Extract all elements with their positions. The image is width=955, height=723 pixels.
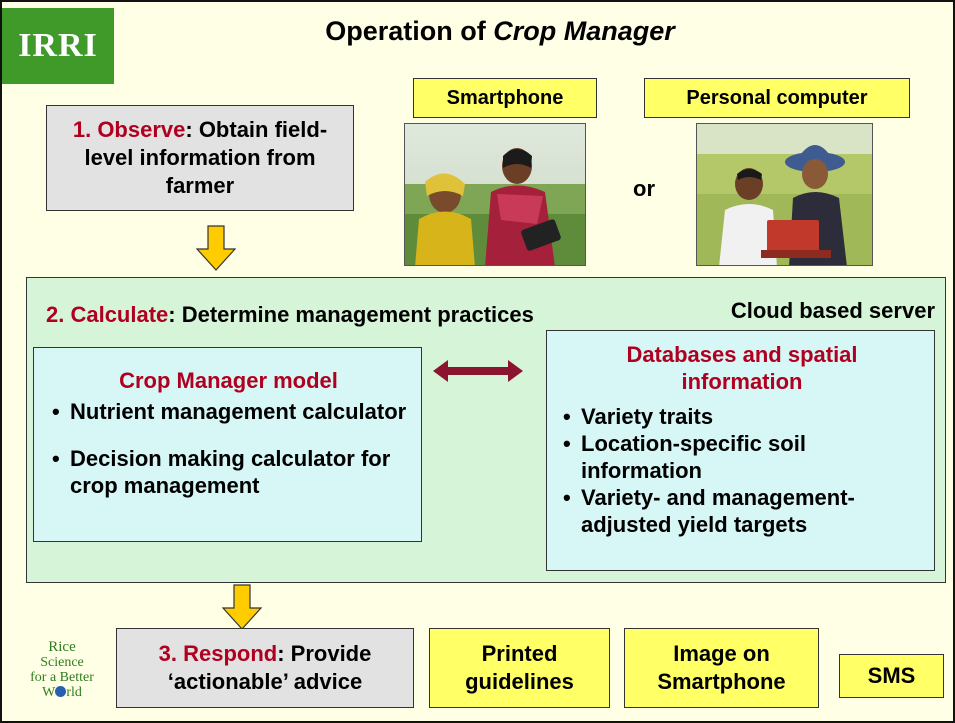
step1-observe-box: 1. Observe: Obtain field-level informati… (46, 105, 354, 211)
model-title: Crop Manager model (119, 368, 338, 393)
databases-box: Databases and spatial information Variet… (546, 330, 935, 571)
cloud-server-label: Cloud based server (730, 298, 935, 323)
title-italic: Crop Manager (493, 16, 675, 46)
list-item: Nutrient management calculator (48, 398, 418, 425)
databases-title: Databases and spatial information (626, 342, 858, 394)
title-prefix: Operation of (325, 16, 494, 46)
pc-label: Personal computer (644, 78, 910, 118)
pc-photo (696, 123, 873, 266)
step2-heading: 2. Calculate: Determine management pract… (46, 302, 666, 328)
logo-line1: Rice (48, 639, 76, 655)
down-arrow-icon (196, 225, 236, 271)
or-label: or (633, 176, 655, 201)
down-arrow-icon (222, 584, 262, 630)
databases-list: Variety traits Location-specific soil in… (559, 403, 929, 538)
step2-number: 2. Calculate (46, 302, 169, 327)
logo-line2: Science (40, 655, 84, 670)
step1-text: : Obtain field-level information from fa… (84, 117, 328, 198)
image-on-smartphone-box: Image on Smartphone (624, 628, 819, 708)
step1-number: 1. Observe (72, 117, 186, 142)
step3-text: : Provide ‘actionable’ advice (167, 641, 372, 694)
smartphone-photo (404, 123, 586, 266)
double-arrow-icon (433, 360, 523, 382)
irri-logo-text: IRRI (18, 27, 98, 64)
step3-number: 3. Respond (158, 641, 278, 666)
step3-respond-box: 3. Respond: Provide ‘actionable’ advice (116, 628, 414, 708)
list-item: Location-specific soil information (559, 430, 929, 484)
irri-logo: IRRI (2, 8, 114, 84)
list-item: Variety- and management-adjusted yield t… (559, 484, 929, 538)
smartphone-photo-illustration (405, 124, 585, 265)
logo-line3: for a Better (30, 670, 94, 685)
list-item: Decision making calculator for crop mana… (48, 445, 418, 499)
printed-guidelines-box: Printed guidelines (429, 628, 610, 708)
step2-text: : Determine management practices (168, 302, 534, 327)
page-title: Operation of Crop Manager (200, 16, 800, 47)
globe-icon (55, 686, 67, 697)
list-item: Variety traits (559, 403, 929, 430)
pc-photo-illustration (697, 124, 872, 265)
model-list: Nutrient management calculator Decision … (48, 398, 418, 499)
sms-box: SMS (839, 654, 944, 698)
smartphone-label: Smartphone (413, 78, 597, 118)
crop-manager-model-box: Crop Manager model Nutrient management c… (33, 347, 422, 542)
